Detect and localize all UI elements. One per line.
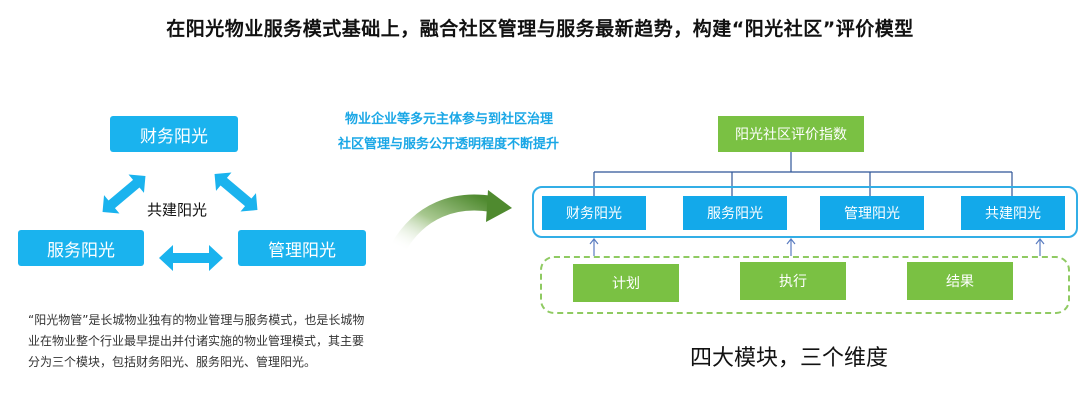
double-arrow-left-diagonal — [102, 174, 146, 214]
box-manage-sunshine: 管理阳光 — [238, 230, 366, 266]
trend-line-1: 物业企业等多元主体参与到社区治理 — [345, 112, 554, 127]
dimension-result: 结果 — [907, 262, 1013, 300]
module-finance: 财务阳光 — [542, 196, 646, 230]
model-caption: 四大模块，三个维度 — [690, 346, 889, 371]
dimensions-frame — [540, 256, 1070, 314]
module-service: 服务阳光 — [683, 196, 787, 230]
double-arrow-right-diagonal — [214, 172, 258, 212]
trend-line-2: 社区管理与服务公开透明程度不断提升 — [338, 137, 560, 152]
index-box: 阳光社区评价指数 — [718, 116, 864, 152]
dimension-plan: 计划 — [573, 264, 679, 302]
double-arrow-horizontal — [159, 245, 223, 271]
page-title: 在阳光物业服务模式基础上，融合社区管理与服务最新趋势，构建“阳光社区”评价模型 — [166, 18, 914, 40]
module-manage: 管理阳光 — [820, 196, 924, 230]
dimension-execute: 执行 — [740, 262, 846, 300]
modules-frame — [532, 186, 1078, 238]
up-arrows — [589, 238, 1045, 256]
box-service-sunshine: 服务阳光 — [18, 230, 144, 266]
description-paragraph: “阳光物管”是长城物业独有的物业管理与服务模式，也是长城物业在物业整个行业最早提… — [28, 313, 365, 369]
center-label-co-build: 共建阳光 — [144, 199, 211, 220]
index-connector-lines — [593, 152, 1013, 196]
module-co-build: 共建阳光 — [961, 196, 1065, 230]
box-finance-sunshine: 财务阳光 — [110, 116, 238, 152]
curved-arrow — [391, 190, 512, 253]
